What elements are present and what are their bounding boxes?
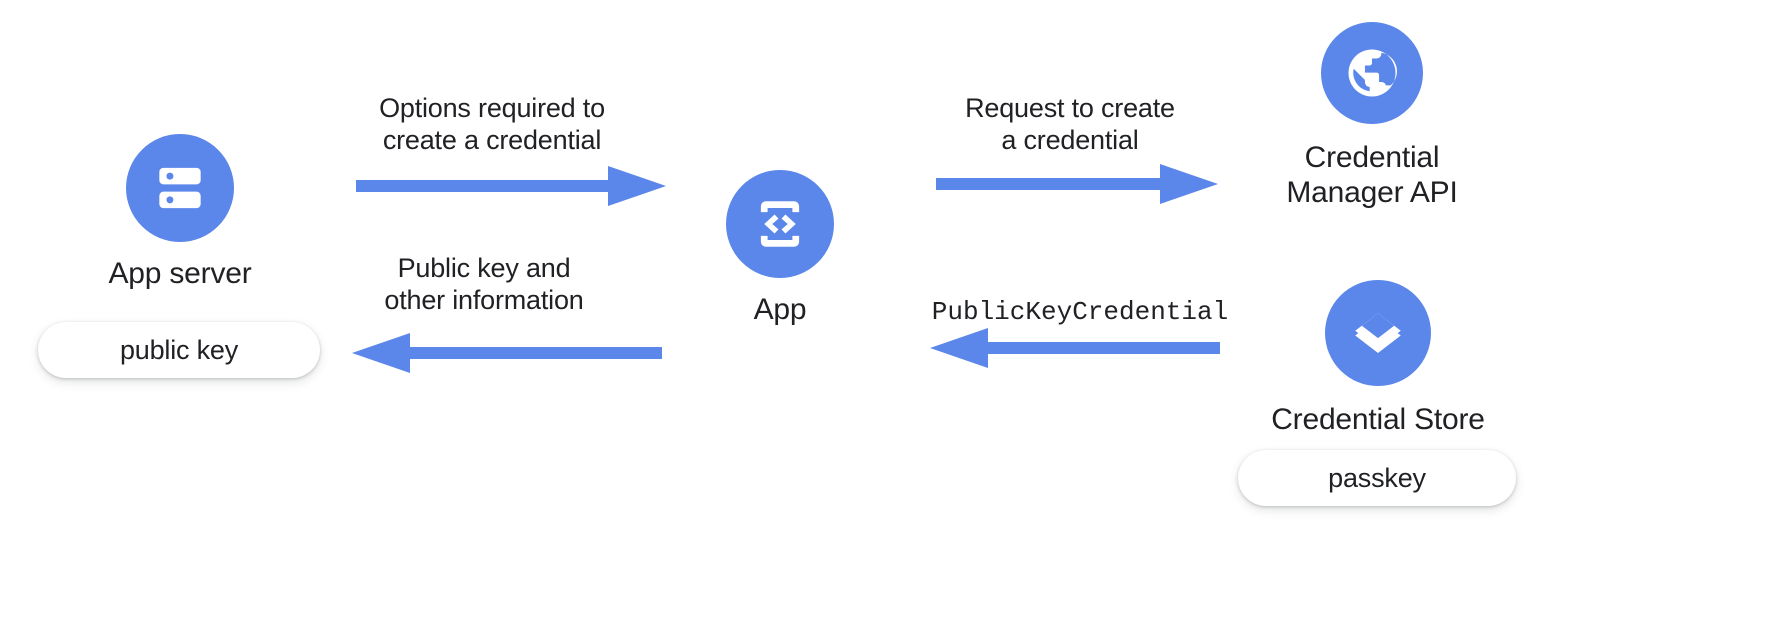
node-credential-store[interactable]: Credential Store <box>1268 280 1488 437</box>
node-label-app: App <box>753 293 807 326</box>
arrow-credential-store-to-app <box>930 325 1220 371</box>
node-credential-manager-api[interactable]: Credential Manager API <box>1262 22 1482 210</box>
node-app-server[interactable]: App server <box>72 134 288 291</box>
arrow-app-to-app-server <box>352 330 662 376</box>
arrow-app-to-credential-manager-api <box>936 161 1218 207</box>
arrow-app-server-to-app <box>356 163 666 209</box>
chip-public-key[interactable]: public key <box>38 322 320 378</box>
node-app[interactable]: App <box>688 170 872 327</box>
chip-passkey-label: passkey <box>1328 462 1426 493</box>
server-icon <box>126 134 234 242</box>
node-label-credential-manager-api: Credential Manager API <box>1286 141 1458 210</box>
layers-icon <box>1325 280 1431 386</box>
arrow-caption-request-to-create: Request to create a credential <box>965 93 1175 156</box>
arrow-caption-options-required: Options required to create a credential <box>379 93 605 156</box>
node-label-credential-store: Credential Store <box>1271 403 1485 436</box>
node-label-app-server: App server <box>108 257 252 290</box>
arrow-caption-public-key-and-other-information: Public key and other information <box>384 253 584 316</box>
app-code-device-icon <box>726 170 834 278</box>
arrow-caption-public-key-credential: PublicKeyCredential <box>931 297 1229 327</box>
chip-public-key-label: public key <box>119 334 239 365</box>
globe-public-icon <box>1321 22 1423 124</box>
chip-passkey[interactable]: passkey <box>1238 450 1516 506</box>
